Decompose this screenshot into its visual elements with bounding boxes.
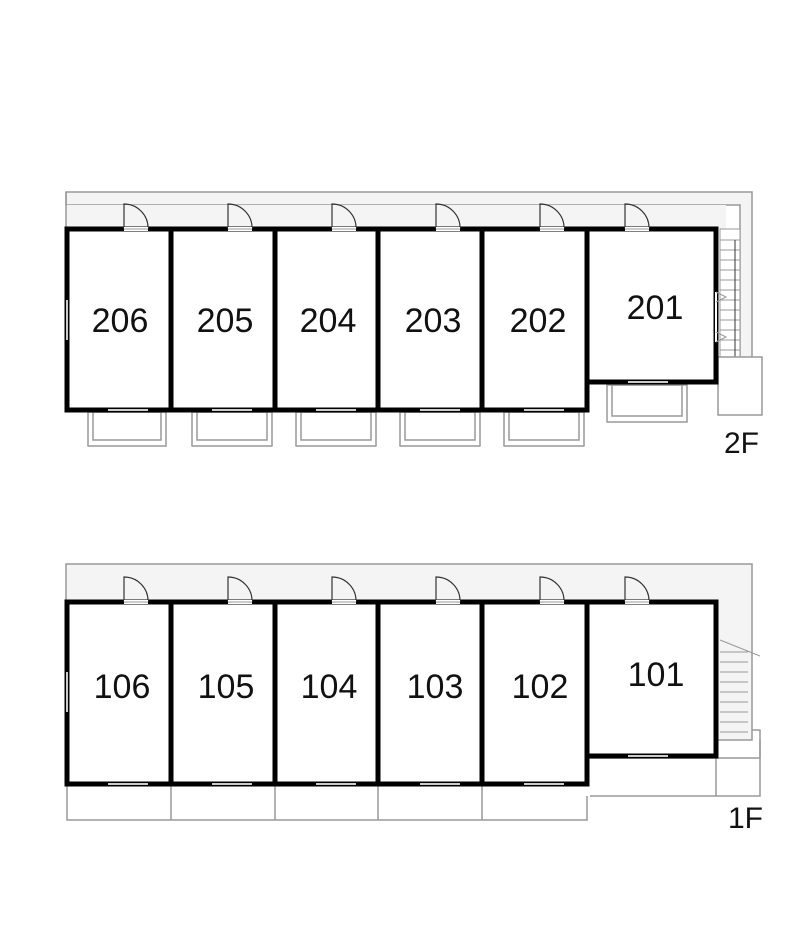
room-104-label: 104	[301, 668, 358, 706]
room-201-label: 201	[627, 289, 684, 327]
windows-2f	[66, 292, 717, 411]
terrace-1f	[66, 784, 588, 821]
walls-1f	[64, 599, 719, 787]
room-203-label: 203	[405, 302, 462, 340]
room-105-label: 105	[198, 668, 255, 706]
stairs-1f	[719, 639, 761, 733]
walls-2f	[64, 226, 719, 413]
room-106-label: 106	[94, 668, 151, 706]
landing-2f	[717, 356, 763, 416]
room-204-label: 204	[300, 302, 357, 340]
balconies-2f	[87, 384, 688, 447]
windows-1f	[66, 672, 668, 785]
room-206-label: 206	[92, 302, 149, 340]
stairs-2f	[719, 228, 741, 366]
room-103-label: 103	[407, 668, 464, 706]
room-102-label: 102	[512, 668, 569, 706]
room-205-label: 205	[197, 302, 254, 340]
window-frames-2f	[66, 291, 728, 411]
floor-2f: 206 205 204 203 202 201 2F	[64, 191, 763, 460]
floor-label-1f: 1F	[728, 802, 763, 835]
room-202-label: 202	[510, 302, 567, 340]
floor-label-2f: 2F	[724, 427, 759, 460]
floor-1f: 106 105 104 103 102 101 1F	[64, 563, 763, 835]
room-101-label: 101	[628, 656, 685, 694]
